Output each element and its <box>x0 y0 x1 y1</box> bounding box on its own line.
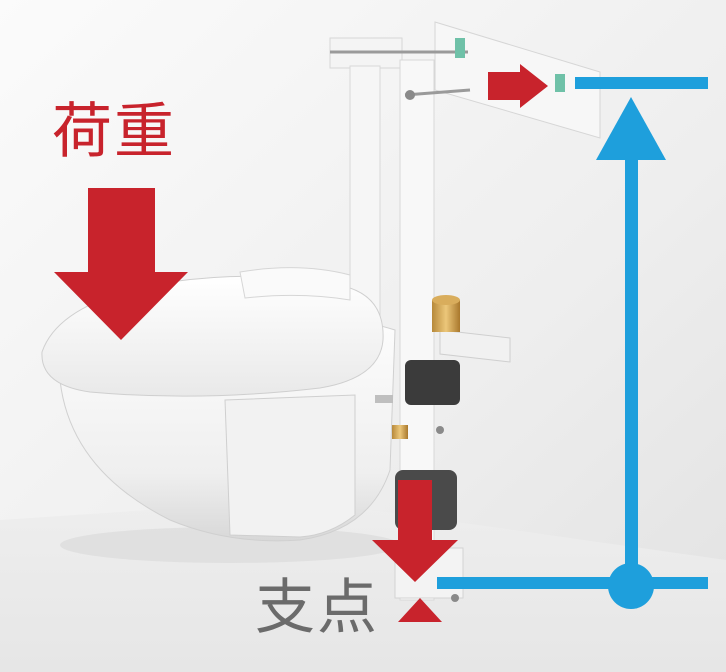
fulcrum-triangle-icon <box>398 598 442 622</box>
load-arrow-icon <box>54 188 188 340</box>
fulcrum-label: 支点 <box>255 573 379 643</box>
wall-hung-toilet <box>41 267 396 542</box>
load-label: 荷重 <box>52 97 176 167</box>
support-force-arrow-icon <box>372 480 458 582</box>
pivot-dot-icon <box>608 563 654 609</box>
wall-force-arrow-icon <box>488 64 548 108</box>
lever-dimension <box>437 77 708 609</box>
lever-up-arrow-icon <box>596 97 666 160</box>
